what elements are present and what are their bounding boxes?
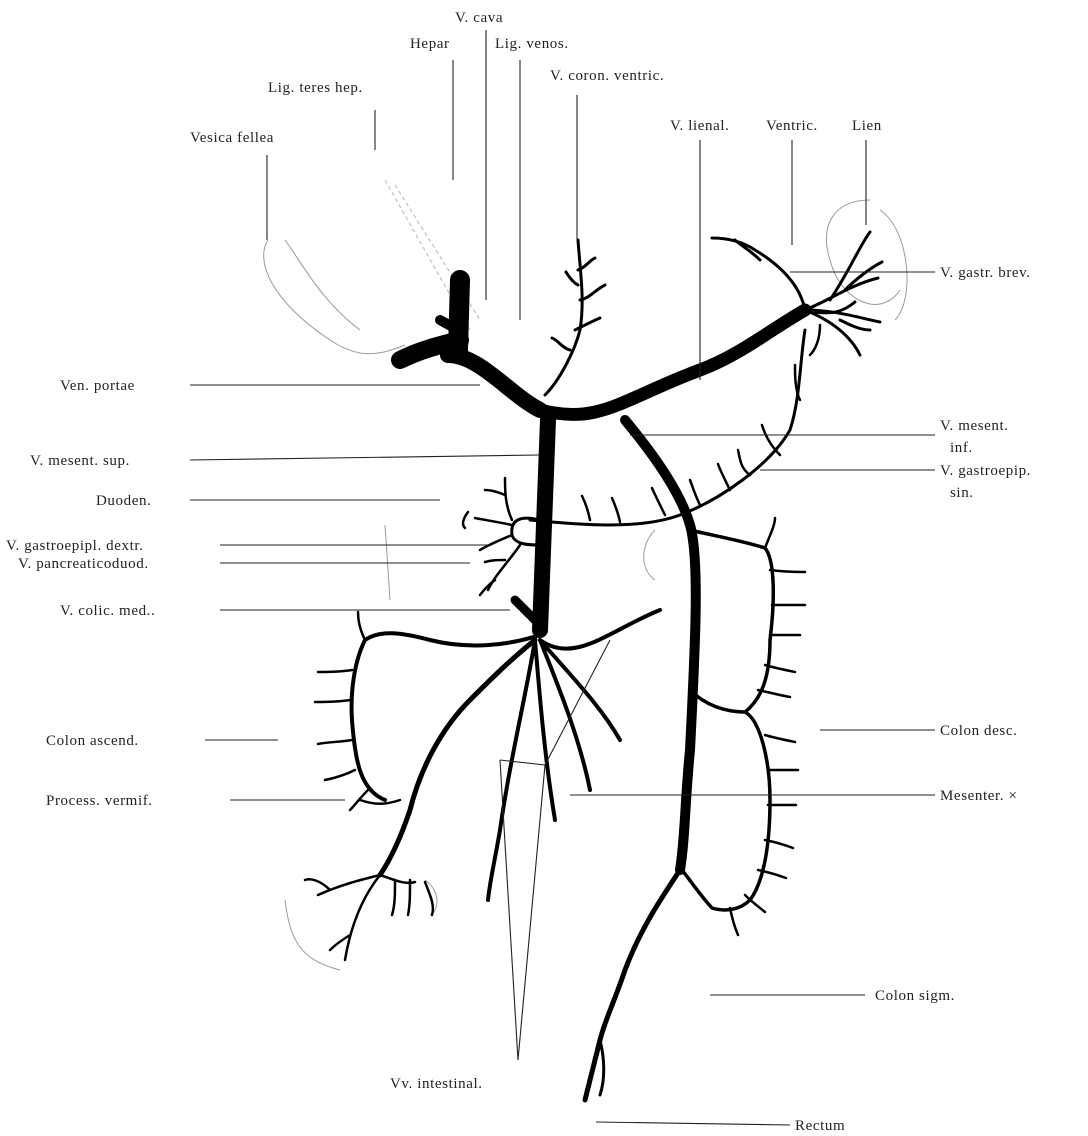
label-colon-sigm: Colon sigm. bbox=[875, 988, 955, 1004]
label-ventric: Ventric. bbox=[766, 118, 818, 134]
label-v-mesent-sup: V. mesent. sup. bbox=[30, 453, 130, 469]
label-lien: Lien bbox=[852, 118, 882, 134]
leader-lines bbox=[190, 30, 935, 1125]
label-v-mesent-inf-2: inf. bbox=[950, 440, 973, 456]
gastroepiploic-left-twigs bbox=[582, 325, 820, 522]
label-vesica-fellea: Vesica fellea bbox=[190, 130, 274, 146]
label-mesenter: Mesenter. × bbox=[940, 788, 1018, 804]
label-colon-desc: Colon desc. bbox=[940, 723, 1017, 739]
portal-vein-trunk bbox=[448, 355, 540, 410]
label-v-cava: V. cava bbox=[455, 10, 503, 26]
label-process-vermif: Process. vermif. bbox=[46, 793, 153, 809]
label-ven-portae: Ven. portae bbox=[60, 378, 135, 394]
label-v-colic-med: V. colic. med.. bbox=[60, 603, 155, 619]
vein-tree bbox=[305, 232, 882, 1100]
coronary-vein bbox=[545, 240, 605, 395]
pancreaticoduodenal-twigs bbox=[463, 478, 520, 595]
labels: V. cava Hepar Lig. venos. Lig. teres hep… bbox=[6, 10, 1031, 1134]
superior-mesenteric-vein bbox=[540, 420, 548, 630]
intestinal-veins bbox=[488, 610, 660, 900]
label-v-gastroepipl-dextr: V. gastroepipl. dextr. bbox=[6, 538, 144, 554]
label-hepar: Hepar bbox=[410, 36, 450, 52]
label-v-coron: V. coron. ventric. bbox=[550, 68, 664, 84]
ascending-colon-twigs bbox=[315, 612, 368, 810]
label-v-pancreaticoduod: V. pancreaticoduod. bbox=[18, 556, 149, 572]
label-rectum: Rectum bbox=[795, 1118, 845, 1134]
sigmoid-rectal-vein bbox=[585, 870, 680, 1100]
rectal-twig bbox=[600, 1040, 604, 1095]
label-v-gastroepip-sin: V. gastroepip. bbox=[940, 463, 1031, 479]
inferior-mesenteric-vein bbox=[625, 420, 696, 870]
label-v-mesent-inf: V. mesent. bbox=[940, 418, 1009, 434]
ileocolic-twigs bbox=[305, 800, 433, 960]
label-lig-teres: Lig. teres hep. bbox=[268, 80, 363, 96]
splenic-branches bbox=[712, 232, 882, 355]
label-v-lienal: V. lienal. bbox=[670, 118, 729, 134]
label-colon-ascend: Colon ascend. bbox=[46, 733, 139, 749]
label-vv-intestinal: Vv. intestinal. bbox=[390, 1076, 483, 1092]
label-duoden: Duoden. bbox=[96, 493, 151, 509]
descending-colon-twigs bbox=[730, 518, 805, 935]
label-lig-venos: Lig. venos. bbox=[495, 36, 569, 52]
label-v-gastr-brev: V. gastr. brev. bbox=[940, 265, 1031, 281]
label-v-gastroepip-sin-2: sin. bbox=[950, 485, 974, 501]
